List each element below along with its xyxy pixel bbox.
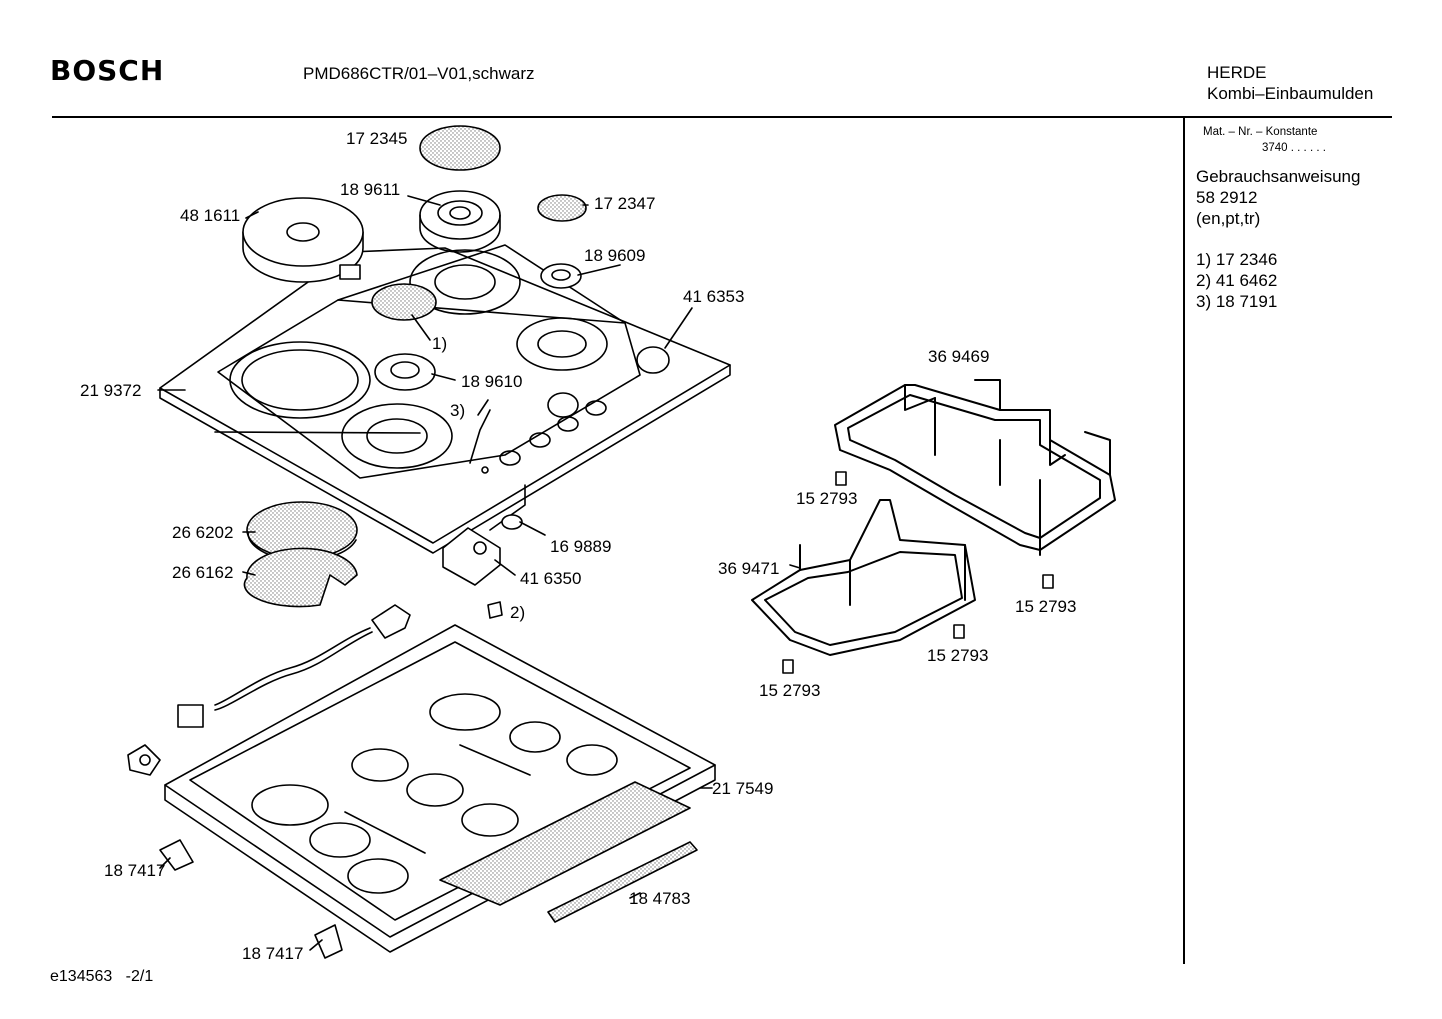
power-cable [177, 604, 411, 728]
sidebar-divider [1183, 116, 1185, 964]
manual-languages: (en,pt,tr) [1196, 209, 1261, 228]
manual-title: Gebrauchsanweisung [1196, 167, 1361, 186]
burner-cap-172347 [537, 194, 587, 222]
bottom-tray-217549 [164, 624, 716, 953]
label-416353: 41 6353 [683, 287, 744, 306]
category-subtitle: Kombi–Einbaumulden [1207, 84, 1374, 103]
burner-189611 [419, 190, 501, 253]
burner-189610 [374, 353, 436, 391]
burner-cap-note1 [371, 283, 437, 321]
bar-184783 [547, 841, 698, 923]
drawing-id: e134563 -2/1 [50, 968, 153, 986]
label-172347: 17 2347 [594, 194, 655, 213]
pan-support-369469 [834, 379, 1116, 556]
note-2: 2) 41 6462 [1196, 271, 1278, 290]
label-152793b: 15 2793 [1015, 597, 1076, 616]
valve-416350 [442, 527, 501, 586]
model-number: PMD686CTR/01–V01,schwarz [303, 64, 535, 83]
label-217549: 21 7549 [712, 779, 773, 798]
label-266202: 26 6202 [172, 523, 233, 542]
label-369469: 36 9469 [928, 347, 989, 366]
clip-187417b [314, 924, 343, 959]
header-divider [52, 116, 1392, 118]
knob-416353 [636, 346, 670, 374]
label-416350: 41 6350 [520, 569, 581, 588]
label-152793a: 15 2793 [796, 489, 857, 508]
exploded-parts-diagram: 17 2345 18 9611 48 1611 17 2347 18 9609 … [80, 125, 1116, 963]
label-note1: 1) [432, 334, 447, 353]
label-152793c: 15 2793 [927, 646, 988, 665]
label-266162: 26 6162 [172, 563, 233, 582]
label-note2: 2) [510, 603, 525, 622]
label-172345: 17 2345 [346, 129, 407, 148]
foot-152793a [835, 471, 847, 486]
label-184783: 18 4783 [629, 889, 690, 908]
foot-152793d [782, 659, 794, 674]
clip-187417a [159, 839, 194, 871]
part-note2 [487, 601, 503, 619]
page-number: -2/1 [125, 968, 154, 985]
mat-number-value: 3740 . . . . . . [1262, 142, 1326, 154]
hob-top-plate [159, 244, 731, 554]
note-3: 3) 18 7191 [1196, 292, 1278, 311]
label-169889: 16 9889 [550, 537, 611, 556]
label-481611: 48 1611 [180, 206, 240, 225]
drawing-number: e134563 [50, 968, 113, 985]
burner-cap-172345 [419, 125, 501, 171]
gas-fitting [127, 744, 161, 776]
hotplate-481611 [242, 197, 364, 283]
label-152793d: 15 2793 [759, 681, 820, 700]
brand-logo: BOSCH [50, 54, 165, 87]
label-note3: 3) [450, 401, 465, 420]
label-189610: 18 9610 [461, 372, 522, 391]
manual-number: 58 2912 [1196, 188, 1258, 207]
pan-support-369471 [751, 499, 976, 656]
seal-169889 [501, 514, 523, 530]
label-219372: 21 9372 [80, 381, 141, 400]
category-title: HERDE [1207, 63, 1267, 82]
label-369471: 36 9471 [718, 559, 779, 578]
label-189611: 18 9611 [340, 180, 400, 199]
knob-416353b [547, 392, 579, 418]
foot-152793c [953, 624, 965, 639]
mat-number-label: Mat. – Nr. – Konstante [1203, 126, 1318, 138]
label-189609: 18 9609 [584, 246, 645, 265]
note-1: 1) 17 2346 [1196, 250, 1278, 269]
burner-189609 [540, 263, 582, 289]
label-187417a: 18 7417 [104, 861, 165, 880]
label-187417b: 18 7417 [242, 944, 303, 963]
plate-266162 [243, 547, 358, 608]
foot-152793b [1042, 574, 1054, 589]
